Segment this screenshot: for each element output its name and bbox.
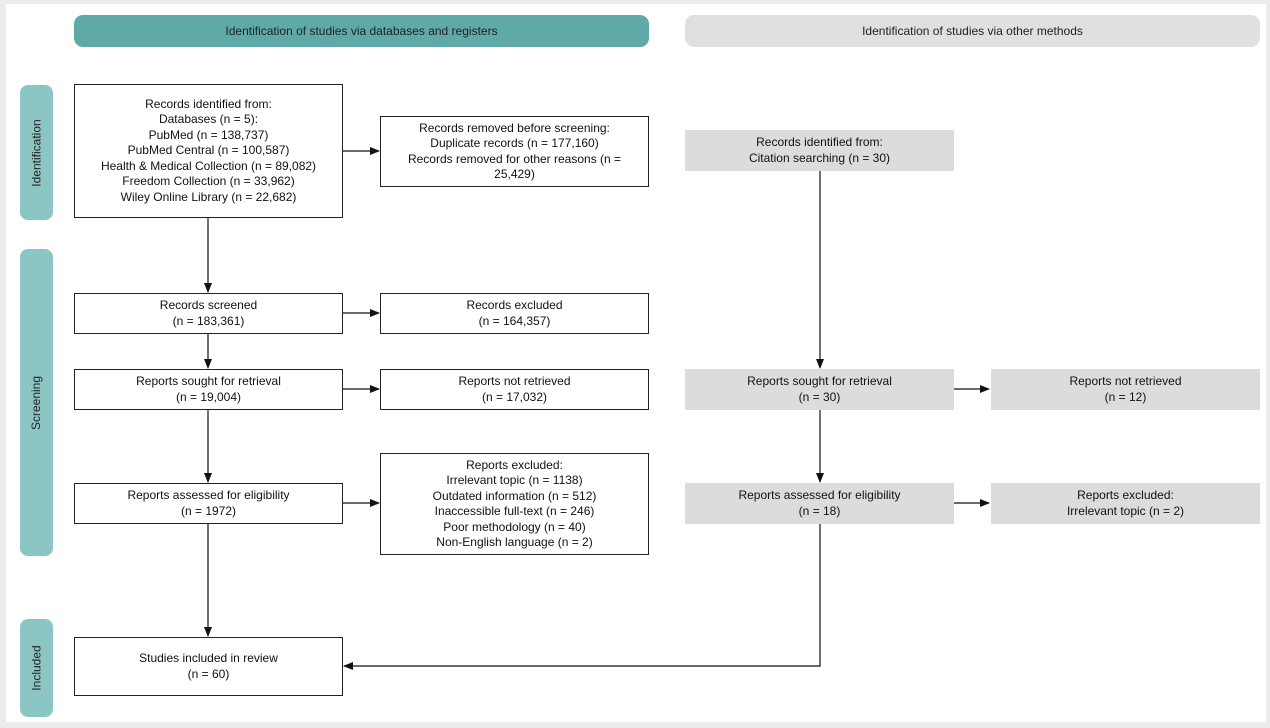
box-line: Records removed for other reasons (n =	[407, 151, 622, 166]
box-citation-reports-assessed: Reports assessed for eligibility (n = 18…	[685, 483, 954, 524]
box-line: Irrelevant topic (n = 2)	[1066, 503, 1185, 518]
stage-screening: Screening	[20, 249, 53, 556]
box-citation-records-identified: Records identified from: Citation search…	[685, 130, 954, 171]
box-line: Reports not retrieved	[458, 374, 571, 388]
box-line: 25,429)	[494, 167, 535, 181]
box-reports-sought: Reports sought for retrieval (n = 19,004…	[74, 369, 343, 410]
box-line: Poor methodology (n = 40)	[443, 519, 586, 534]
box-records-removed: Records removed before screening: Duplic…	[380, 116, 649, 187]
box-citation-reports-not-retrieved: Reports not retrieved (n = 12)	[991, 369, 1260, 410]
box-line: (n = 183,361)	[172, 313, 245, 328]
box-line: Freedom Collection (n = 33,962)	[122, 174, 295, 189]
box-line: (n = 60)	[187, 666, 230, 681]
box-line: Reports sought for retrieval	[136, 374, 281, 388]
box-reports-not-retrieved: Reports not retrieved (n = 17,032)	[380, 369, 649, 410]
box-line: Duplicate records (n = 177,160)	[430, 136, 599, 150]
prisma-flow-diagram: Identification of studies via databases …	[6, 4, 1266, 722]
stage-identification: Identification	[20, 85, 53, 220]
box-studies-included: Studies included in review (n = 60)	[74, 637, 343, 696]
box-line: Reports assessed for eligibility	[738, 488, 901, 502]
box-line: Studies included in review	[139, 651, 278, 665]
box-line: (n = 17,032)	[481, 389, 548, 404]
box-line: Records identified from:	[756, 135, 883, 149]
box-records-screened: Records screened (n = 183,361)	[74, 293, 343, 334]
box-line: (n = 19,004)	[175, 389, 242, 404]
box-reports-excluded: Reports excluded: Irrelevant topic (n = …	[380, 453, 649, 555]
box-line: (n = 18)	[798, 503, 841, 518]
box-line: Outdated information (n = 512)	[432, 488, 597, 503]
box-citation-reports-sought: Reports sought for retrieval (n = 30)	[685, 369, 954, 410]
header-other-methods: Identification of studies via other meth…	[685, 15, 1260, 47]
box-line: Records identified from:	[145, 96, 272, 111]
box-line: Non-English language (n = 2)	[436, 535, 593, 549]
header-databases-label: Identification of studies via databases …	[225, 24, 498, 38]
box-line: Databases (n = 5):	[158, 112, 259, 127]
box-line: (n = 12)	[1104, 389, 1147, 404]
box-line: (n = 1972)	[180, 503, 237, 518]
header-other-methods-label: Identification of studies via other meth…	[862, 24, 1083, 38]
box-line: Citation searching (n = 30)	[748, 150, 891, 165]
box-line: PubMed Central (n = 100,587)	[127, 143, 290, 158]
box-line: Records excluded	[466, 298, 563, 312]
box-line: Records screened	[159, 298, 258, 312]
box-line: Health & Medical Collection (n = 89,082)	[100, 158, 317, 173]
box-line: PubMed (n = 138,737)	[148, 127, 269, 142]
stage-included: Included	[20, 619, 53, 717]
header-databases: Identification of studies via databases …	[74, 15, 649, 47]
stage-included-label: Included	[29, 645, 44, 691]
stage-identification-label: Identification	[29, 118, 44, 187]
box-line: Records removed before screening:	[419, 120, 610, 135]
box-line: (n = 164,357)	[478, 313, 551, 328]
box-line: Reports sought for retrieval	[747, 374, 892, 388]
stage-screening-label: Screening	[29, 375, 44, 430]
box-line: Reports excluded:	[466, 457, 563, 472]
box-records-identified: Records identified from: Databases (n = …	[74, 84, 343, 218]
box-line: Reports assessed for eligibility	[127, 488, 290, 502]
box-line: Irrelevant topic (n = 1138)	[446, 473, 583, 487]
box-citation-reports-excluded: Reports excluded: Irrelevant topic (n = …	[991, 483, 1260, 524]
box-line: Inaccessible full-text (n = 246)	[434, 504, 595, 518]
box-line: Wiley Online Library (n = 22,682)	[120, 189, 297, 204]
box-line: (n = 30)	[798, 389, 841, 404]
box-records-excluded: Records excluded (n = 164,357)	[380, 293, 649, 334]
box-reports-assessed: Reports assessed for eligibility (n = 19…	[74, 483, 343, 524]
box-line: Reports excluded:	[1077, 488, 1174, 502]
box-line: Reports not retrieved	[1069, 374, 1182, 388]
